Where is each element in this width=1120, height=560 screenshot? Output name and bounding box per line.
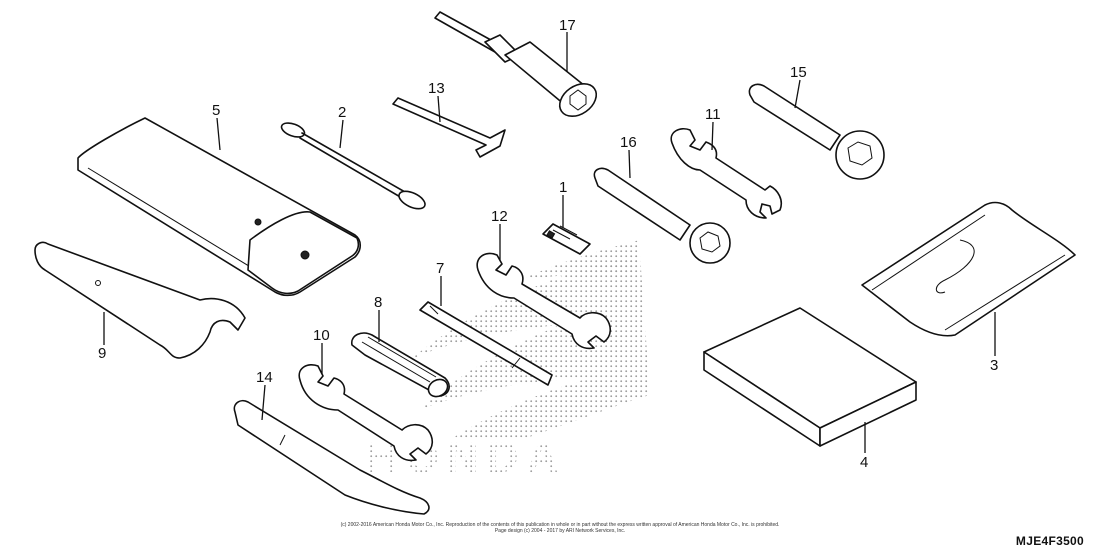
spark-plug-wrench-part-17[interactable] (434, 11, 602, 123)
callout-3: 3 (990, 357, 998, 374)
pin-spanner-part-9[interactable] (34, 241, 246, 359)
copyright-line-2: Page design (c) 2004 - 2017 by ARI Netwo… (494, 528, 626, 534)
clip-part-1[interactable] (542, 223, 591, 255)
wire-loop-part-2[interactable] (280, 120, 428, 212)
screwdriver-handle-part-8[interactable] (351, 332, 451, 400)
callout-4: 4 (860, 454, 868, 471)
copyright-line-1: (c) 2002-2016 American Honda Motor Co., … (340, 522, 780, 528)
open-end-wrench-part-12[interactable] (476, 252, 612, 350)
callout-11: 11 (705, 106, 721, 123)
honda-wing-watermark: HONDA (365, 240, 650, 482)
callout-16: 16 (620, 134, 637, 151)
callout-1: 1 (559, 179, 567, 196)
hex-key-part-13[interactable] (392, 97, 506, 158)
callout-13: 13 (428, 80, 445, 97)
handle-grip-part-14[interactable] (233, 399, 430, 515)
callout-14: 14 (256, 369, 273, 386)
ring-spanner-part-15[interactable] (748, 83, 885, 180)
callout-12: 12 (491, 208, 508, 225)
callout-17: 17 (559, 17, 576, 34)
callout-15: 15 (790, 64, 807, 81)
open-end-wrench-part-10[interactable] (298, 364, 434, 462)
callout-5: 5 (212, 102, 220, 119)
screwdriver-bit-part-7[interactable] (419, 301, 553, 386)
owners-manual-part-4[interactable] (703, 307, 917, 447)
callout-10: 10 (313, 327, 330, 344)
callout-2: 2 (338, 104, 346, 121)
figure-code: MJE4F3500 (1015, 534, 1084, 548)
leader-lines (103, 32, 996, 453)
ring-spanner-part-16[interactable] (593, 167, 731, 264)
open-end-wrench-part-11[interactable] (670, 127, 783, 219)
callout-9: 9 (98, 345, 106, 362)
callout-numbers: 17 15 13 2 5 11 16 1 12 7 8 9 10 14 3 4 (98, 17, 998, 471)
callout-8: 8 (374, 294, 382, 311)
callout-7: 7 (436, 260, 444, 277)
copyright-notice: (c) 2002-2016 American Honda Motor Co., … (300, 522, 820, 534)
tool-pouch-part-3[interactable] (861, 201, 1076, 337)
tool-bag-part-5[interactable] (77, 117, 362, 297)
